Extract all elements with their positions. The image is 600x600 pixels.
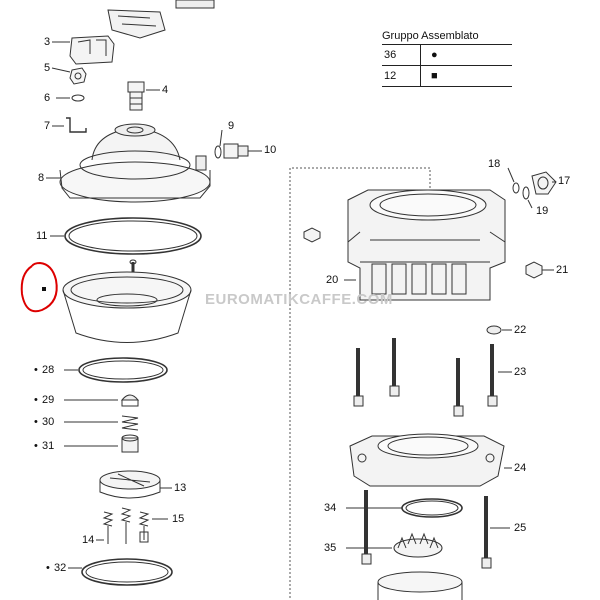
part-22-washer [486,325,502,335]
part-31-fitting [121,434,139,453]
part-23-screws [353,338,498,417]
assembly-legend: Gruppo Assemblato 36 ● 12 ■ [382,30,512,87]
marker-32: • [46,562,50,574]
callout-20: 20 [326,274,339,286]
part-35-burr [393,532,443,558]
callout-34: 34 [324,502,337,514]
callout-32: 32 [54,562,67,574]
callout-8: 8 [38,172,45,184]
part-4-fitting [127,81,145,111]
callout-3: 3 [44,36,51,48]
callout-31: 31 [42,440,55,452]
callout-23: 23 [514,366,527,378]
callout-5: 5 [44,62,51,74]
part-top-clip [107,0,215,39]
part-21-nut [525,261,543,279]
part-shower-holder [62,259,192,343]
part-bottom-ring [377,571,463,600]
callout-18: 18 [488,158,501,170]
part-34-gasket [401,498,463,518]
callout-11: 11 [36,230,48,242]
part-5-nut [69,67,87,85]
callout-14: 14 [82,534,95,546]
part-8-cover [59,123,211,203]
callout-6: 6 [44,92,51,104]
callout-35: 35 [324,542,337,554]
part-11-gasket [64,217,202,255]
part-15-pins [102,507,150,544]
watermark: EUROMATIKCAFFE.COM [205,291,393,308]
part-6-washer [71,94,85,102]
red-circle-annotation [20,261,58,313]
callout-24: 24 [514,462,527,474]
part-13-distributor [99,470,161,499]
legend-qty: 12 [382,66,421,86]
legend-symbol-dot: ● [431,49,438,61]
callout-28: 28 [42,364,55,376]
part-28-gasket [78,357,168,383]
part-32-gasket [81,558,173,586]
callout-19: 19 [536,205,549,217]
marker-29: • [34,394,38,406]
legend-header: Gruppo Assemblato [382,30,512,45]
part-30-spring [121,415,139,431]
callout-21: 21 [556,264,569,276]
callout-17: 17 [558,175,571,187]
part-20-group-body [347,189,506,301]
callout-13: 13 [174,482,187,494]
marker-28: • [34,364,38,376]
marker-30: • [34,416,38,428]
part-25-screws [361,490,492,569]
part-9-washer [214,145,222,159]
part-19-washer [522,186,530,200]
marker-31: • [34,440,38,452]
part-nut-left [303,227,321,243]
callout-30: 30 [42,416,55,428]
legend-row: 36 ● [382,45,512,66]
part-7-clip [66,117,87,133]
part-29-poppet [120,394,140,407]
callout-7: 7 [44,120,51,132]
callout-29: 29 [42,394,55,406]
part-3-bracket [69,35,115,65]
part-17-fitting [531,171,557,195]
callout-22: 22 [514,324,527,336]
callout-25: 25 [514,522,527,534]
callout-10: 10 [264,144,277,156]
callout-4: 4 [162,84,169,96]
legend-row: 12 ■ [382,66,512,87]
part-24-flange [349,433,505,487]
callout-9: 9 [228,120,235,132]
part-18-washer [512,182,520,194]
legend-qty: 36 [382,45,421,65]
part-10-fitting [223,143,249,159]
legend-symbol-square: ■ [431,70,438,82]
callout-15: 15 [172,513,185,525]
